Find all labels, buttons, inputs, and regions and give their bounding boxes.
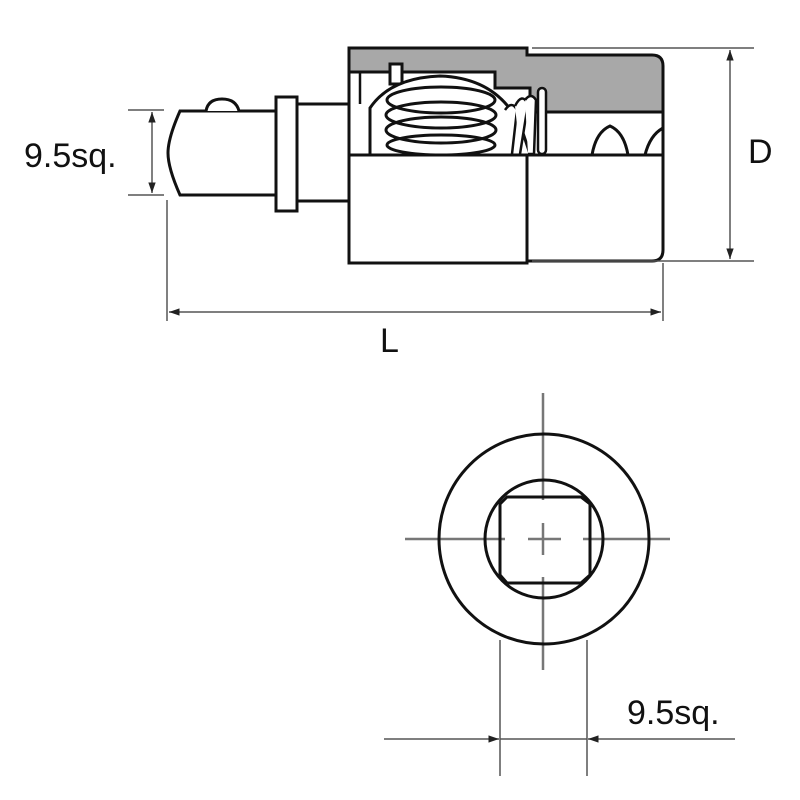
square-drive-end — [498, 495, 592, 585]
drive-size-label-side: 9.5sq. — [24, 137, 117, 175]
inner-bore-circle — [483, 478, 605, 600]
length-label: L — [380, 322, 399, 360]
collar-ring — [274, 95, 299, 213]
retaining-pin — [388, 62, 404, 86]
shaft-neck — [295, 102, 351, 203]
body-block-left — [347, 153, 529, 265]
outer-body-circle — [437, 432, 651, 646]
end-dimensions — [384, 640, 735, 776]
side-view — [166, 46, 665, 265]
socket-chamfer-tip — [643, 126, 664, 156]
housing-section — [347, 46, 665, 114]
end-view — [405, 393, 670, 670]
detent-ball — [204, 97, 241, 112]
side-dimensions — [128, 47, 754, 321]
body-block-right — [525, 153, 665, 263]
socket-chamfer-tip — [590, 124, 630, 156]
diameter-label: D — [748, 133, 773, 171]
square-drive — [166, 109, 278, 197]
center-lines — [405, 393, 670, 670]
drive-size-label-end: 9.5sq. — [627, 694, 720, 732]
